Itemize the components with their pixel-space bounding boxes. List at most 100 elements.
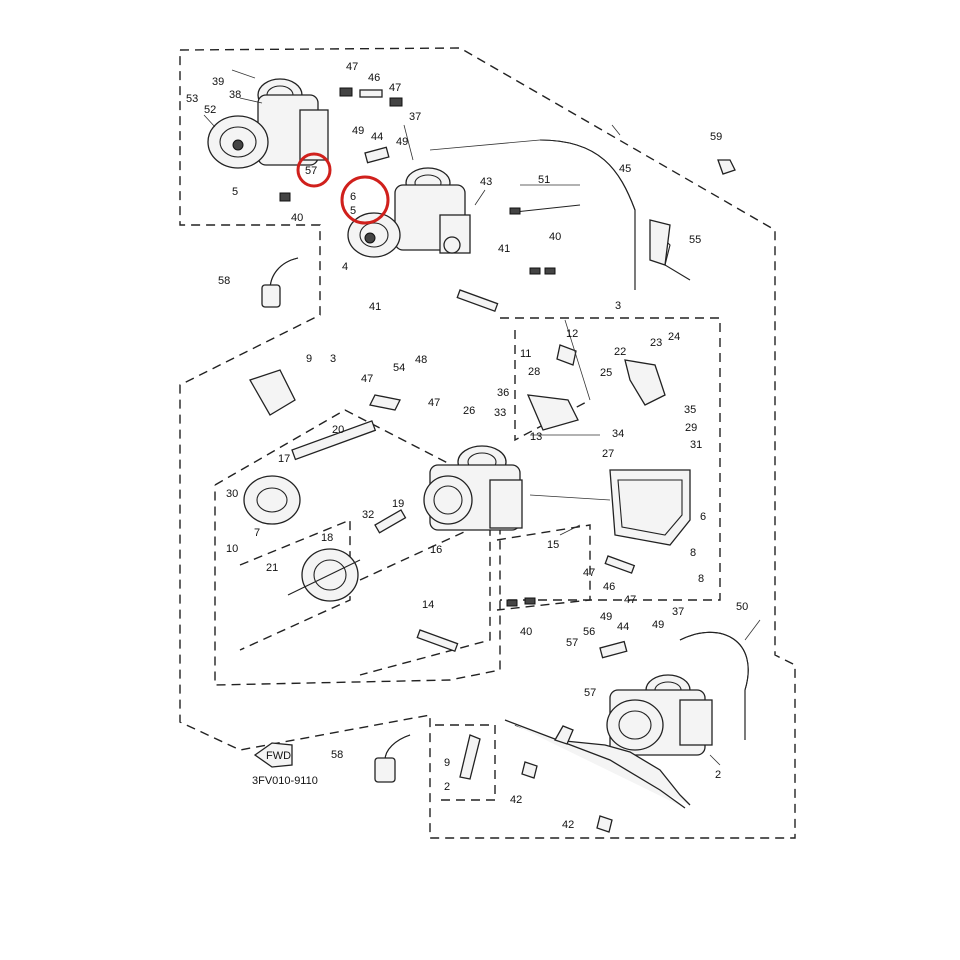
hardware-items: [249, 87, 666, 659]
callout-47: 47: [346, 61, 358, 73]
callout-43: 43: [480, 176, 492, 188]
callout-53: 53: [186, 93, 198, 105]
callout-28: 28: [528, 366, 540, 378]
callout-3-mid: 3: [330, 353, 336, 365]
callout-47-b: 47: [389, 82, 401, 94]
carburetor-body-2: [347, 167, 471, 258]
choke-cable: [514, 159, 736, 281]
callout-58-b: 58: [331, 749, 343, 761]
repeat-callouts: 47 49 6 5 41 40 9 3 47 47 47 46 47 40 49…: [306, 82, 696, 831]
callout-49: 49: [352, 125, 364, 137]
callout-52: 52: [204, 104, 216, 116]
callout-44-b: 44: [617, 621, 629, 633]
callout-15: 15: [547, 539, 559, 551]
callout-46-b: 46: [603, 581, 615, 593]
callout-5-top: 5: [350, 205, 356, 217]
fwd-arrow: FWD: [253, 742, 293, 768]
part-callouts: 1 2 3 4 5 6 7 8 9 10 11 12 13 14 15 16 1…: [186, 61, 748, 806]
callout-58: 58: [218, 275, 230, 287]
callout-22: 22: [614, 346, 626, 358]
callout-6-top: 6: [350, 191, 356, 203]
callout-47-f: 47: [624, 594, 636, 606]
callout-11: 11: [520, 348, 531, 360]
callout-46: 46: [368, 72, 380, 84]
callout-45: 45: [619, 163, 631, 175]
float-bowl: [609, 469, 691, 546]
callout-59: 59: [710, 131, 722, 143]
callout-26: 26: [463, 405, 475, 417]
highlight-circles: [296, 152, 390, 225]
callout-18: 18: [321, 532, 333, 544]
callout-6: 6: [700, 511, 706, 523]
callout-42-b: 42: [562, 819, 574, 831]
callout-25: 25: [600, 367, 612, 379]
callout-40: 40: [291, 212, 303, 224]
callout-12: 12: [566, 328, 578, 340]
callout-47-e: 47: [583, 567, 595, 579]
callout-3: 3: [615, 300, 621, 312]
callout-20: 20: [332, 424, 344, 436]
callout-23: 23: [650, 337, 662, 349]
fwd-label: FWD: [266, 750, 291, 762]
callout-4: 4: [342, 261, 348, 273]
callout-39: 39: [212, 76, 224, 88]
callout-47-c: 47: [361, 373, 373, 385]
callout-54: 54: [393, 362, 405, 374]
callout-32: 32: [362, 509, 374, 521]
callout-51: 51: [538, 174, 550, 186]
callout-24: 24: [668, 331, 680, 343]
linkage-parts: [459, 719, 691, 833]
outer-boundary: [179, 47, 796, 839]
callout-41-b: 41: [498, 243, 510, 255]
callout-49-d: 49: [652, 619, 664, 631]
callout-14: 14: [422, 599, 434, 611]
drawing-code: 3FV010-9110: [252, 775, 318, 787]
carburetor-body-3: [423, 445, 523, 531]
callout-40-b: 40: [549, 231, 561, 243]
hoses: [261, 139, 749, 783]
callout-57-c: 57: [584, 687, 596, 699]
callout-8: 8: [698, 573, 704, 585]
leader-lines: [203, 69, 761, 766]
vacuum-chamber-parts: [243, 420, 407, 602]
callout-27: 27: [602, 448, 614, 460]
callout-38: 38: [229, 89, 241, 101]
highlight-circle-6-5: [340, 175, 390, 225]
carburetor-body-1: [207, 78, 329, 169]
callout-48: 48: [415, 354, 427, 366]
callout-31: 31: [690, 439, 702, 451]
callout-35: 35: [684, 404, 696, 416]
callout-36: 36: [497, 387, 509, 399]
callout-41: 41: [369, 301, 381, 313]
callout-42: 42: [510, 794, 522, 806]
callout-44: 44: [371, 131, 383, 143]
callout-37: 37: [409, 111, 421, 123]
callout-55: 55: [689, 234, 701, 246]
callout-9-mid: 9: [306, 353, 312, 365]
callout-29: 29: [685, 422, 697, 434]
callout-57-b: 57: [566, 637, 578, 649]
callout-2-b: 2: [444, 781, 450, 793]
callout-47-d: 47: [428, 397, 440, 409]
callout-34: 34: [612, 428, 624, 440]
callout-57: 57: [305, 165, 317, 177]
callout-37-b: 37: [672, 606, 684, 618]
callout-17: 17: [278, 453, 290, 465]
callout-16: 16: [430, 544, 442, 556]
callout-50: 50: [736, 601, 748, 613]
callout-21: 21: [266, 562, 278, 574]
callout-9: 9: [444, 757, 450, 769]
callout-13: 13: [530, 431, 542, 443]
callout-19: 19: [392, 498, 404, 510]
callout-56: 56: [583, 626, 595, 638]
callout-33: 33: [494, 407, 506, 419]
callout-49-c: 49: [600, 611, 612, 623]
callout-49-b: 49: [396, 136, 408, 148]
callout-5: 5: [232, 186, 238, 198]
highlight-circle-57: [296, 152, 332, 188]
callout-10: 10: [226, 543, 238, 555]
callout-30: 30: [226, 488, 238, 500]
carburetor-body-4: [606, 674, 713, 756]
callout-8-b: 8: [690, 547, 696, 559]
